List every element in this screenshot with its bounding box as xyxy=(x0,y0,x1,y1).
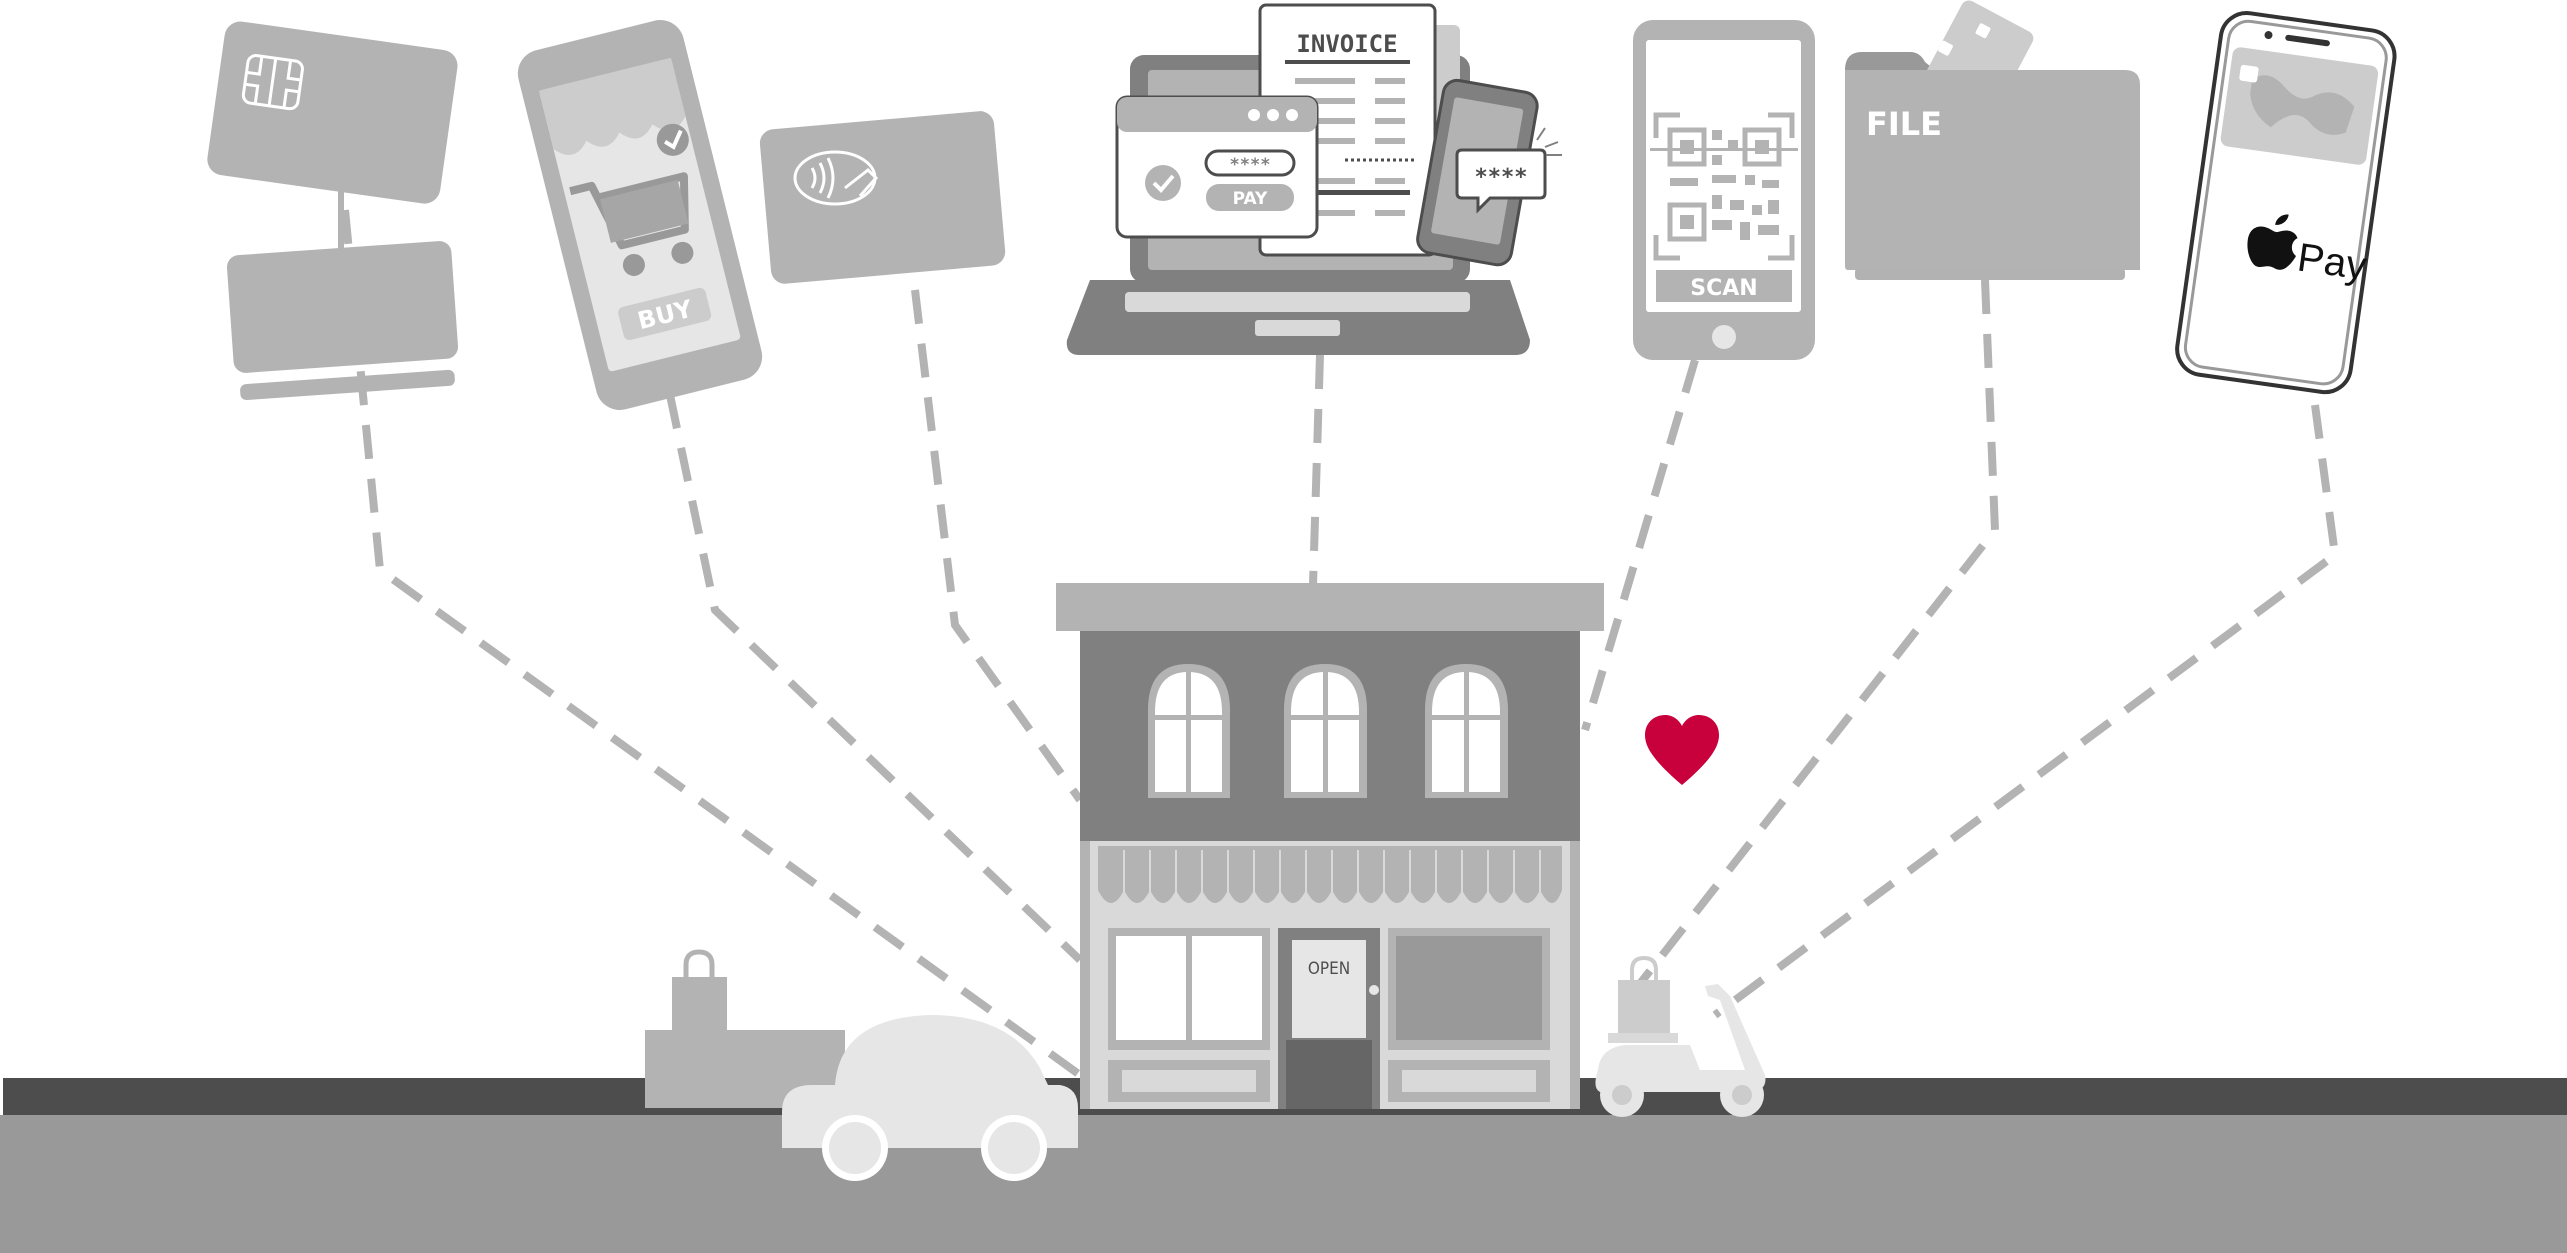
folder-label: FILE xyxy=(1866,105,1942,143)
laptop-keyboard xyxy=(1125,292,1470,312)
notification-rays-icon xyxy=(1536,127,1562,156)
contactless-waves-icon xyxy=(810,157,879,199)
car xyxy=(782,1015,1078,1181)
pin-field-mask: **** xyxy=(1230,155,1271,175)
open-sign-label: OPEN xyxy=(1308,959,1350,979)
shopping-phone: BUY xyxy=(517,20,763,410)
file-folder: FILE xyxy=(1845,0,2140,280)
chip-icon xyxy=(241,54,304,111)
card-slot-connector xyxy=(338,190,344,248)
door-knob xyxy=(1369,985,1379,995)
store-pillar-right xyxy=(1570,841,1580,1109)
contactless-card-body xyxy=(759,111,1006,284)
chip-card-terminal xyxy=(207,21,459,401)
apple-logo-icon xyxy=(2247,214,2298,270)
scooter-body xyxy=(1595,984,1766,1092)
pin-field xyxy=(1204,149,1296,177)
connector-contactless-card xyxy=(911,289,1084,803)
terminal-base-stripe xyxy=(240,369,455,401)
phone-speaker xyxy=(2285,34,2330,47)
home-button-icon xyxy=(1712,325,1736,349)
card-terminal xyxy=(226,241,459,373)
shop-window-left-glass xyxy=(1192,936,1262,1040)
shop-window-left-glass xyxy=(1116,936,1186,1040)
chat-bubble-pin: **** xyxy=(1475,165,1528,190)
invoice-lines xyxy=(1290,78,1410,216)
folder-front xyxy=(1845,70,2140,270)
laptop-trackpad xyxy=(1255,320,1340,336)
car-body xyxy=(782,1015,1078,1148)
store-building: OPEN xyxy=(1056,583,1604,1109)
open-sign xyxy=(1292,940,1366,1038)
store-roof xyxy=(1056,583,1604,631)
check-mark-icon xyxy=(1152,174,1175,193)
scan-button-label: SCAN xyxy=(1690,276,1757,301)
check-mark-icon xyxy=(663,129,683,150)
connector-shopping-phone xyxy=(666,394,1083,963)
delivery-bag xyxy=(1618,980,1670,1036)
connector-apple-pay-phone xyxy=(1712,404,2340,1019)
check-circle-icon xyxy=(1145,165,1181,201)
folder-back xyxy=(1845,52,1935,70)
invoice-title: INVOICE xyxy=(1296,30,1397,58)
world-map-pattern xyxy=(2250,75,2355,135)
folder-shadow xyxy=(1855,268,2125,280)
chat-bubble xyxy=(1455,148,1547,214)
shopping-cart-icon xyxy=(569,172,694,276)
connector-file-folder xyxy=(1631,279,2000,993)
apple-pay-phone: Pay xyxy=(2175,11,2397,395)
window-dot-icon xyxy=(1286,109,1298,121)
laptop-base xyxy=(1066,280,1530,355)
scooter-rack xyxy=(1608,1033,1678,1043)
ground xyxy=(0,1115,2567,1253)
apple-pay-label: Pay xyxy=(2295,236,2369,289)
store-pillar-left xyxy=(1080,841,1090,1109)
connector-laptop xyxy=(1309,354,1324,586)
phone-camera xyxy=(2264,31,2273,40)
shop-window-right-glass xyxy=(1396,936,1542,1040)
connector-qr-phone xyxy=(1581,358,1699,732)
delivery-bag-handle xyxy=(1630,955,1658,984)
apple-pay-phone-frame xyxy=(2183,19,2388,386)
left-shopping-bags xyxy=(645,949,845,1108)
shopping-bag-handle xyxy=(683,949,715,980)
arched-windows xyxy=(1148,664,1508,798)
buy-button xyxy=(618,287,712,341)
qr-code-icon xyxy=(1667,127,1782,242)
invoice-title-underline xyxy=(1285,60,1410,64)
qr-scan-phone: SCAN xyxy=(1633,20,1815,360)
card-chip-mark xyxy=(2239,64,2259,83)
window-dot-icon xyxy=(1248,109,1260,121)
shop-awning-icon xyxy=(538,57,686,155)
chip-card xyxy=(207,21,458,204)
store-awning xyxy=(1098,846,1562,903)
pay-button-label: PAY xyxy=(1233,189,1268,209)
window-dot-icon xyxy=(1267,109,1279,121)
heart-icon xyxy=(1645,715,1719,785)
contactless-card xyxy=(759,111,1006,284)
card-chip-mark xyxy=(1975,23,1991,39)
scan-button xyxy=(1656,270,1792,302)
payment-window-header xyxy=(1117,97,1317,132)
card-chip-mark xyxy=(1938,40,1953,56)
qr-frame-corners xyxy=(1653,112,1795,261)
delivery-scooter xyxy=(1595,955,1766,1117)
pay-button xyxy=(1206,184,1294,211)
shopping-bag xyxy=(672,977,727,1032)
laptop-invoice-group: INVOICE **** PAY **** xyxy=(1066,3,1562,355)
scan-line xyxy=(1650,148,1798,151)
store-door-lower xyxy=(1286,1040,1372,1109)
